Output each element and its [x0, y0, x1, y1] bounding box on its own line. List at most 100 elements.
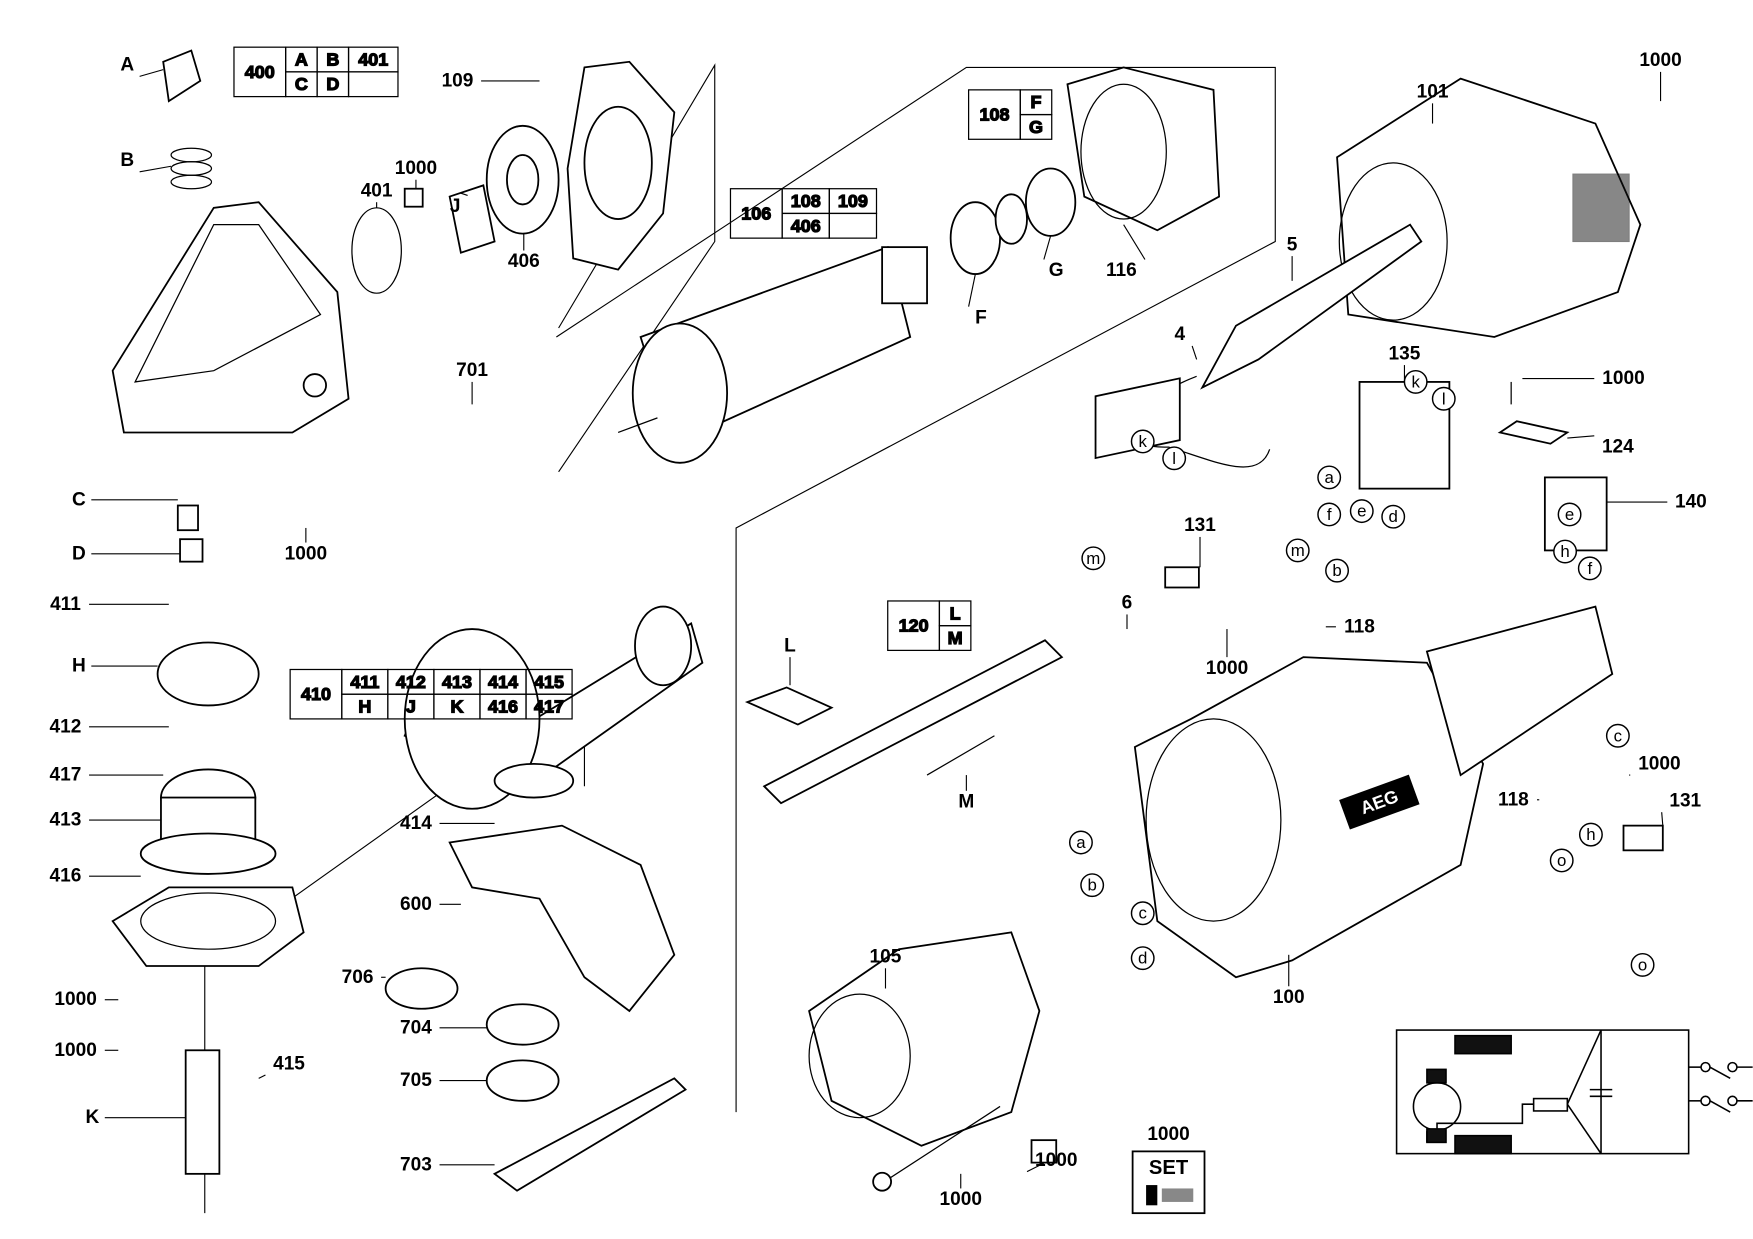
callout: H [72, 656, 158, 677]
callout: l [1162, 446, 1187, 471]
table-410-cell: 416 [488, 697, 518, 717]
callout-label: o [1557, 851, 1566, 870]
callout-label: a [1076, 833, 1086, 852]
leader-line [1123, 224, 1146, 260]
callout: 118 [1498, 789, 1540, 810]
callout-label: d [1389, 507, 1398, 526]
callout: c [1605, 723, 1630, 748]
callout: e [1349, 499, 1374, 524]
callout: 413 [50, 810, 161, 831]
callout-circle [1162, 446, 1187, 471]
set-badge: 1000 SET [1131, 1124, 1206, 1215]
callout-label: e [1565, 505, 1574, 524]
svg-text:M: M [948, 628, 963, 648]
rear-housing-101 [1336, 77, 1642, 338]
callout: b [1080, 873, 1105, 898]
callout: m [1285, 538, 1310, 563]
fan-baffle-116 [1066, 66, 1221, 232]
svg-text:L: L [950, 603, 961, 623]
callout-circle [1068, 830, 1093, 855]
callout: 109 [442, 70, 540, 91]
table-410-cell: 414 [488, 672, 518, 692]
table-400: 400 A B 401 C D [233, 46, 399, 98]
callout-label: M [958, 792, 974, 813]
svg-text:D: D [326, 74, 339, 94]
callout: 411 [50, 594, 169, 615]
table-410-cell: K [450, 697, 463, 717]
callout-label: 118 [1498, 789, 1529, 810]
leader-line [1661, 812, 1664, 826]
callout-label: 131 [1669, 790, 1701, 811]
callout: 1000 [54, 1040, 119, 1061]
callout: 5 [1287, 234, 1298, 281]
svg-text:400: 400 [245, 62, 275, 82]
callout-label: h [1586, 825, 1595, 844]
leader-line [139, 69, 164, 77]
svg-text:108: 108 [791, 191, 821, 211]
callout-circle [1630, 952, 1655, 977]
callout-label: 140 [1675, 492, 1707, 513]
brush-131 [1164, 566, 1200, 589]
callout: B [120, 150, 172, 173]
callout: 1000 [285, 527, 327, 564]
table-108: 108 F G [967, 89, 1053, 140]
callout-label: 1000 [285, 543, 327, 564]
callout: 1000 [1206, 629, 1248, 679]
callout: 406 [508, 233, 540, 272]
callout-label: 701 [456, 360, 488, 381]
callout-label: K [86, 1107, 100, 1128]
table-410-cell: H [358, 697, 371, 717]
callout-label: 1000 [1206, 658, 1248, 679]
callout: M [958, 775, 974, 813]
callout-label: J [450, 196, 461, 217]
leader-line [1567, 435, 1595, 439]
callout: 401 [361, 180, 393, 208]
svg-text:401: 401 [358, 50, 388, 70]
table-410-cell: 411 [350, 672, 379, 692]
callout-label: F [975, 307, 987, 328]
callout: 706 [342, 967, 386, 988]
callout-label: 1000 [395, 158, 437, 179]
callout: 417 [50, 765, 164, 786]
callout: k [1403, 369, 1428, 394]
callout-label: 116 [1106, 260, 1137, 281]
callout-circle [1403, 369, 1428, 394]
callout: d [1130, 946, 1155, 971]
parts: AEG [111, 49, 1664, 1192]
callout-label: B [120, 150, 134, 171]
wiring-schematic [1395, 1029, 1753, 1155]
callout-label: 6 [1122, 593, 1133, 614]
callout-label: 101 [1417, 82, 1449, 103]
callout: J [450, 192, 468, 217]
callout: 1000 [1639, 50, 1682, 102]
callout-label: 1000 [1602, 368, 1644, 389]
callout: 701 [456, 360, 488, 405]
leader-line [139, 165, 172, 173]
callout-label: A [120, 55, 134, 76]
svg-text:108: 108 [979, 105, 1009, 125]
callout: m [1081, 546, 1106, 571]
callout-label: d [1138, 949, 1147, 968]
svg-text:C: C [295, 74, 308, 94]
callout-circle [1549, 848, 1574, 873]
callout-label: 131 [1184, 515, 1216, 536]
set-label: SET [1149, 1157, 1189, 1179]
callout: 1000 [54, 989, 119, 1010]
callout-label: 1000 [1638, 753, 1680, 774]
callout: k [1130, 429, 1155, 454]
callout-label: 705 [400, 1070, 432, 1091]
callout-label: 118 [1344, 616, 1375, 637]
motor-housing-100 [1133, 656, 1485, 979]
callout: C [72, 489, 178, 510]
callout: 131 [1661, 790, 1702, 826]
callout-circle [1081, 546, 1106, 571]
callout-label: 5 [1287, 234, 1298, 255]
callout-label: 704 [400, 1017, 432, 1038]
spanner-703 [492, 1077, 687, 1192]
cord-guard-5 [1200, 223, 1423, 390]
callout-label: 406 [508, 251, 540, 272]
callout: D [72, 543, 181, 564]
leader-line [968, 273, 976, 307]
